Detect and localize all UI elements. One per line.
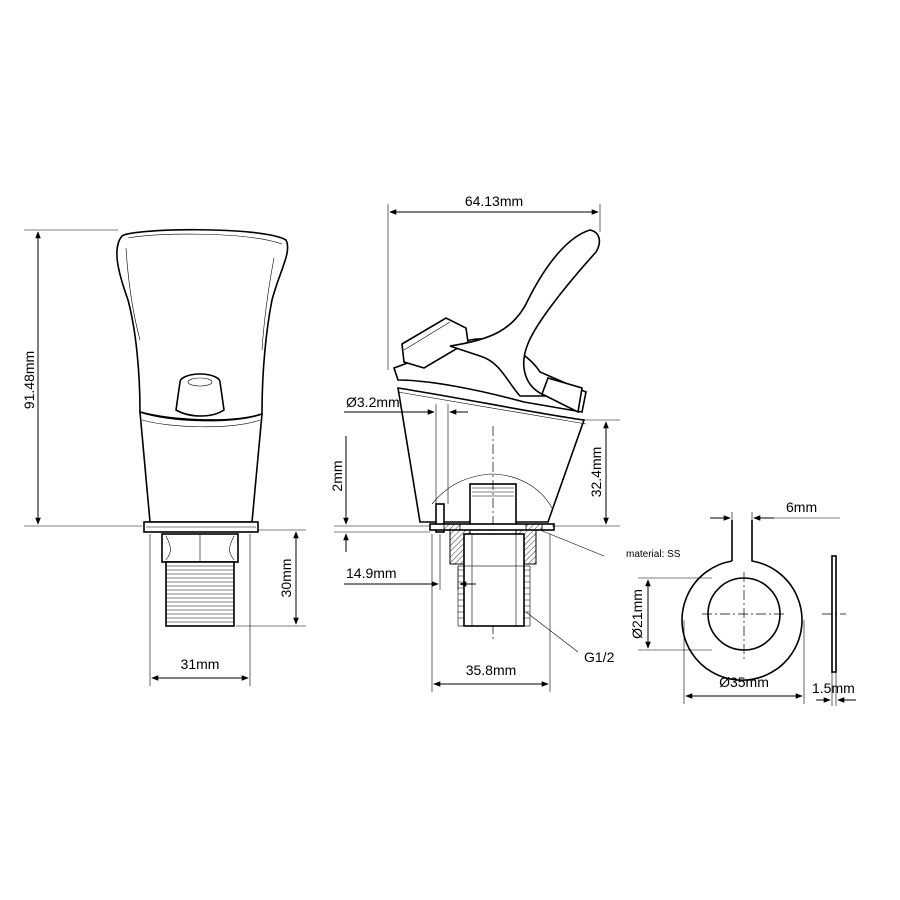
- side-material-callout: material: SS: [539, 529, 681, 560]
- washer-inner-label: Ø21mm: [629, 589, 645, 639]
- push-button: [175, 373, 225, 417]
- side-pin: [435, 503, 445, 533]
- side-gap-dimension: 2mm: [329, 436, 430, 552]
- front-thread-width-dimension: 31mm: [149, 534, 251, 686]
- side-hole-label: Ø3.2mm: [346, 394, 400, 410]
- washer-slot-dimension: 6mm: [710, 499, 840, 521]
- faucet-head-inner-rim: [127, 233, 283, 245]
- faucet-head-outline: [116, 228, 289, 421]
- faucet-body: [139, 410, 263, 523]
- side-width-dimension: 64.13mm: [387, 193, 601, 370]
- front-height-dimension: 91.48mm: [21, 229, 142, 527]
- side-gap-label: 2mm: [329, 460, 345, 491]
- front-view: 91.48mm 30mm 31mm: [21, 228, 306, 686]
- side-base-width-label: 35.8mm: [466, 662, 517, 678]
- side-thread-callout: G1/2: [525, 611, 615, 665]
- washer-thickness-dimension: 1.5mm: [812, 672, 856, 706]
- side-lever-tab: [540, 377, 583, 414]
- washer-slot-label: 6mm: [786, 499, 817, 515]
- side-width-label: 64.13mm: [465, 193, 523, 209]
- faucet-head-shading: [125, 247, 275, 351]
- side-base-plate: [429, 523, 555, 531]
- side-material-label: material: SS: [626, 549, 681, 560]
- hex-nut: [161, 533, 239, 563]
- side-threaded-tube: [457, 533, 531, 627]
- washer-inner-dimension: Ø21mm: [629, 577, 712, 651]
- side-thread-label: G1/2: [584, 649, 615, 665]
- side-offset-label: 14.9mm: [346, 565, 397, 581]
- washer-thickness-label: 1.5mm: [812, 680, 855, 696]
- front-height-label: 91.48mm: [21, 351, 37, 409]
- side-internal-cavity: [431, 473, 553, 509]
- side-body-height-dimension: 32.4mm: [552, 419, 620, 527]
- washer-outer-dimension: Ø35mm: [683, 620, 805, 704]
- side-body-height-label: 32.4mm: [588, 447, 604, 498]
- side-body: [397, 387, 586, 523]
- threaded-stub: [165, 561, 235, 627]
- washer-outer-label: Ø35mm: [719, 674, 769, 690]
- front-thread-length-label: 30mm: [278, 559, 294, 598]
- front-thread-width-label: 31mm: [181, 656, 220, 672]
- washer-view: 6mm Ø21mm Ø35mm 1.5mm: [629, 499, 856, 706]
- side-offset-dimension: 14.9mm: [344, 534, 476, 590]
- side-view: 64.13mm Ø3.2mm 2mm 32.4mm: [329, 193, 681, 692]
- side-base-width-dimension: 35.8mm: [431, 534, 551, 692]
- front-thread-length-dimension: 30mm: [236, 529, 306, 627]
- side-hole-dimension: Ø3.2mm: [344, 394, 468, 504]
